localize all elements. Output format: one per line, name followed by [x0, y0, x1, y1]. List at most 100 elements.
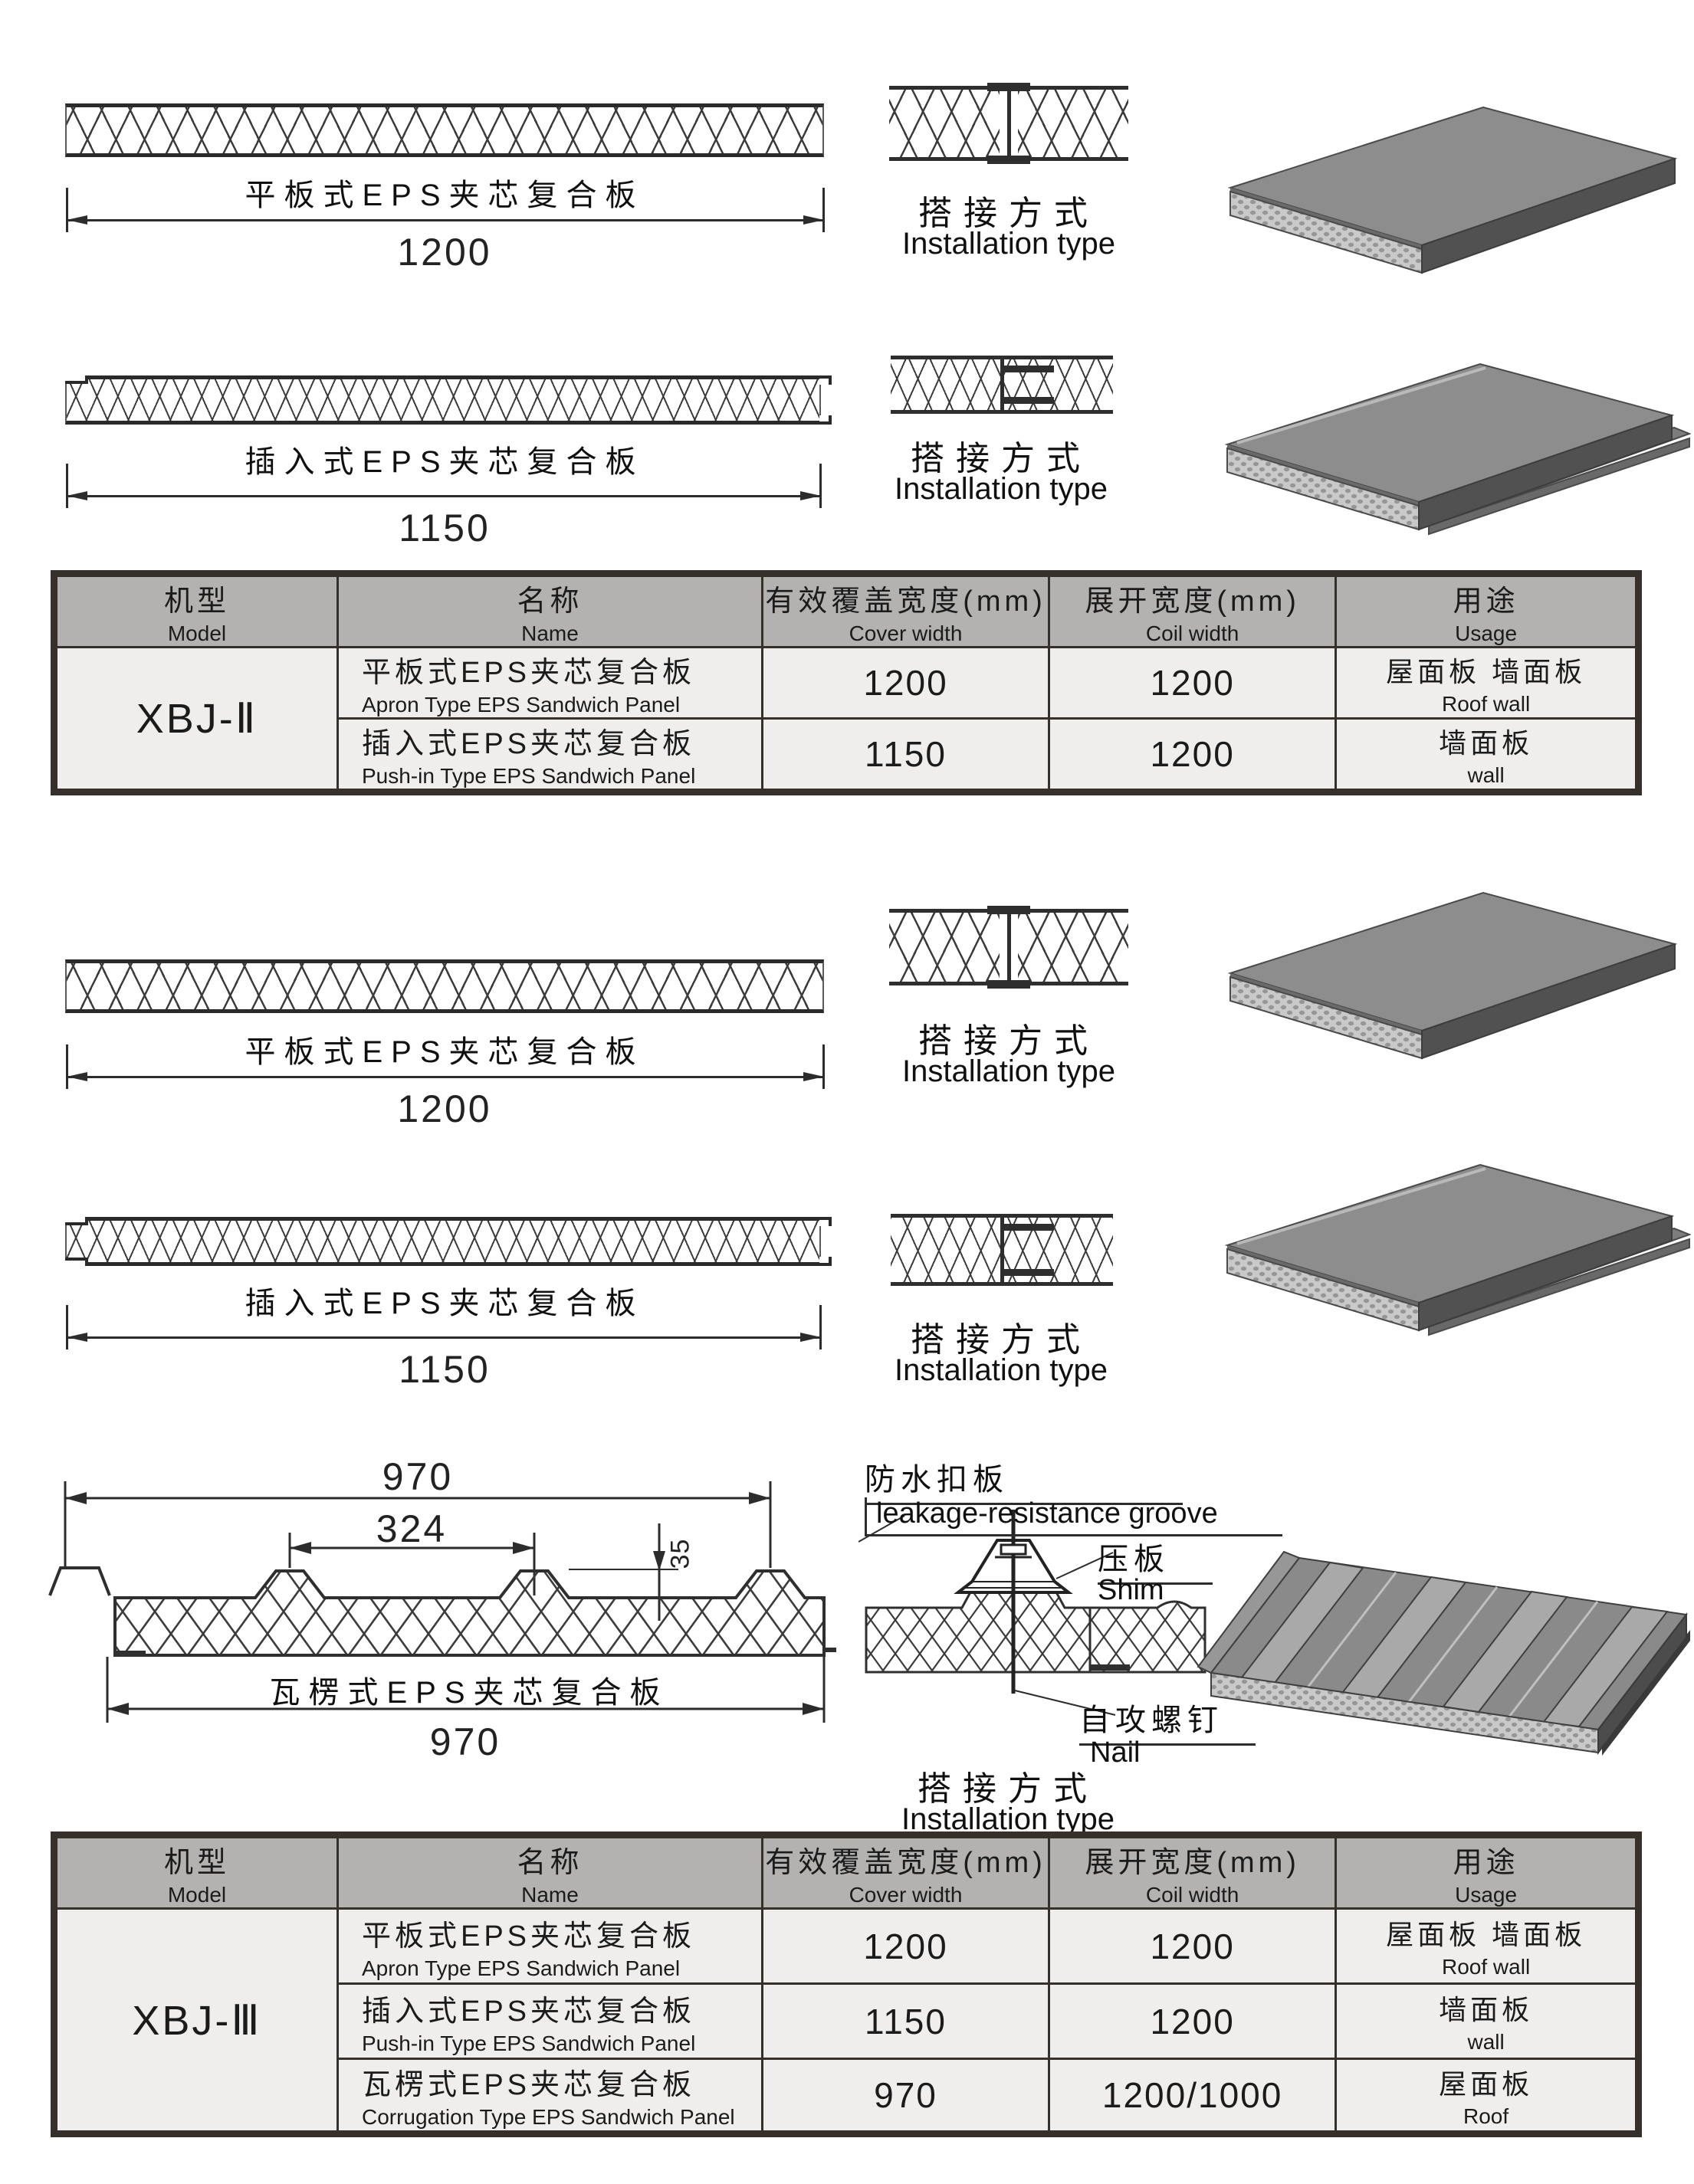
cover-width-value: 1150 [760, 717, 1051, 793]
installation-caption-en: Installation type [895, 472, 1108, 506]
panel-hook [819, 1257, 832, 1266]
installation-joint-diagram-3 [889, 906, 1128, 989]
panel-label: 插入式EPS夹芯复合板 [245, 1287, 645, 1320]
installation-joint-diagram-2 [891, 356, 1113, 414]
push-in-panel-3d-image [1216, 322, 1691, 552]
cover-width-value: 1150 [760, 1982, 1051, 2060]
callout-nail-zh: 自攻螺钉 [1079, 1695, 1256, 1746]
joint-bracket [1000, 366, 1054, 372]
dimension-value-bottom: 970 [429, 1720, 501, 1763]
flat-panel-3d-image [1219, 854, 1686, 1077]
joint-seam [1000, 1218, 1004, 1282]
model-value: XBJ-Ⅱ [53, 646, 339, 793]
dimension-value: 1200 [397, 231, 492, 274]
flat-panel-cross-section-1 [65, 103, 824, 157]
arrowhead-icon [67, 1072, 87, 1081]
coil-width-value: 1200 [1048, 1982, 1338, 2060]
push-in-panel-3d-image [1216, 1126, 1691, 1349]
joint-seam [1006, 913, 1011, 982]
extension-line [66, 1305, 68, 1349]
dimension-value: 1150 [399, 507, 491, 549]
dimension-line [66, 1305, 822, 1349]
panel-hook [819, 415, 832, 425]
dimension-value: 1200 [397, 1087, 492, 1130]
extension-line [822, 188, 825, 232]
callout-groove-zh: 防水扣板 [865, 1454, 1183, 1505]
extension-line [66, 188, 68, 232]
corrugated-installation-detail-drawing [858, 1502, 1211, 1724]
installation-caption-en: Installation type [902, 227, 1115, 261]
dimension-value: 1150 [399, 1348, 491, 1391]
installation-caption-en: Installation type [901, 1802, 1115, 1836]
coil-width-value: 1200 [1048, 717, 1338, 793]
corrugated-panel-3d-image [1192, 1475, 1694, 1778]
corrugated-panel-profile-drawing [42, 1456, 839, 1816]
arrowhead-icon [800, 491, 821, 500]
callout-groove-en: leakage-resistance groove [865, 1497, 1282, 1536]
cover-width-value: 1200 [760, 646, 1051, 720]
dimension-line [66, 464, 822, 508]
joint-bracket [1000, 397, 1054, 404]
joint-cap [987, 156, 1030, 164]
coil-width-value: 1200 [1048, 1907, 1338, 1985]
joint-cap [987, 906, 1030, 914]
arrowhead-icon [800, 1333, 821, 1342]
dimension-value-inner: 324 [376, 1507, 448, 1550]
callout-shim-en: Shim [1098, 1574, 1164, 1606]
joint-cap [987, 980, 1030, 989]
joint-bracket [1000, 1224, 1054, 1231]
installation-caption-en: Installation type [895, 1353, 1108, 1387]
panel-label: 瓦楞式EPS夹芯复合板 [269, 1676, 669, 1710]
header-coil-width: 展开宽度(mm)Coil width [1048, 1834, 1338, 1910]
callout-nail-en: Nail [1090, 1736, 1141, 1769]
dimension-value-top: 970 [382, 1455, 454, 1498]
arrowhead-icon [67, 215, 87, 225]
panel-notch [65, 1217, 88, 1225]
coil-width-value: 1200 [1048, 646, 1338, 720]
flat-panel-cross-section-2 [65, 959, 824, 1013]
dimension-line [66, 188, 825, 232]
header-cover-width: 有效覆盖宽度(mm)Cover width [760, 572, 1051, 648]
callout-shim-zh: 压板 [1098, 1534, 1213, 1585]
model-value: XBJ-Ⅲ [53, 1907, 339, 2135]
flat-panel-3d-image [1219, 65, 1686, 295]
push-in-panel-cross-section-2 [65, 1217, 832, 1266]
cover-width-value: 1200 [760, 1907, 1051, 1985]
panel-notch [65, 375, 88, 384]
arrowhead-icon [67, 1333, 87, 1342]
installation-caption-zh: 搭接方式 [911, 440, 1092, 477]
installation-caption-zh: 搭接方式 [911, 1321, 1092, 1359]
installation-caption-zh: 搭接方式 [918, 1770, 1098, 1808]
joint-seam [1000, 359, 1004, 410]
panel-label: 平板式EPS夹芯复合板 [245, 1035, 645, 1069]
extension-line [822, 1044, 825, 1089]
panel-notch [65, 1258, 88, 1266]
extension-line [819, 464, 822, 508]
installation-caption-zh: 搭接方式 [918, 195, 1099, 232]
installation-caption-zh: 搭接方式 [918, 1022, 1099, 1060]
dimension-value-height: 35 [665, 1538, 695, 1569]
arrowhead-icon [67, 491, 87, 500]
header-cover-width: 有效覆盖宽度(mm)Cover width [760, 1834, 1051, 1910]
